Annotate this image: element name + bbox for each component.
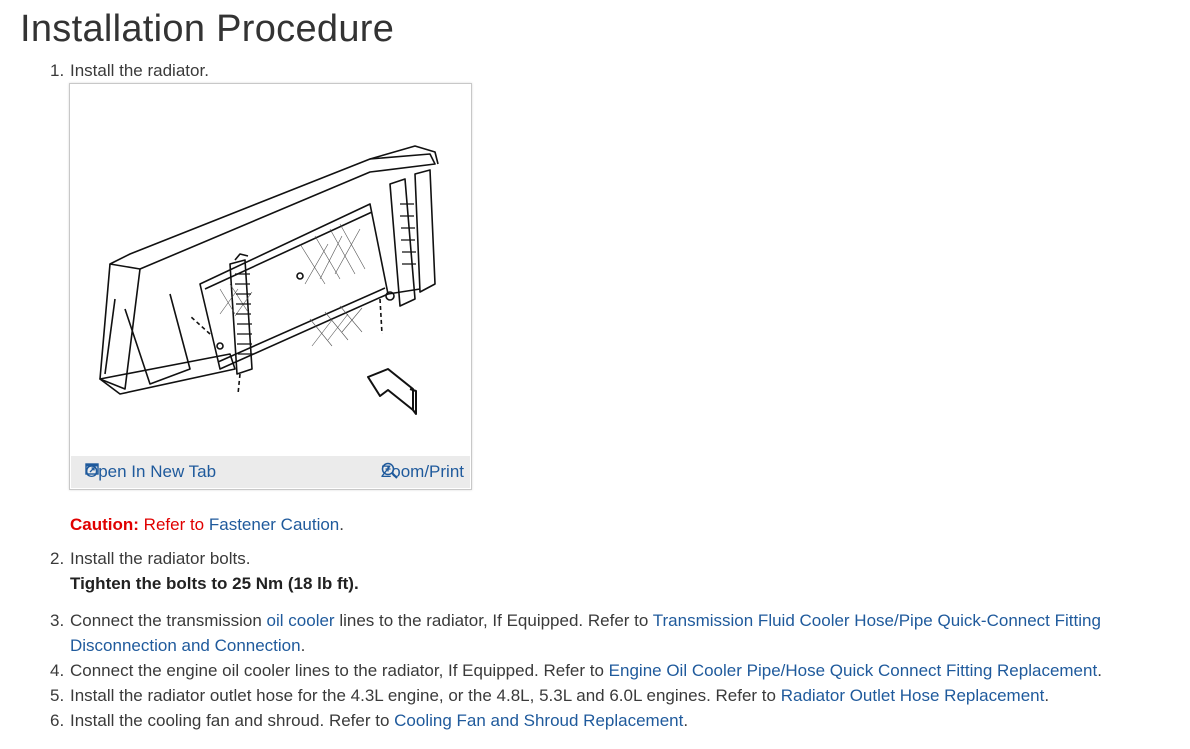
caution-period: .	[339, 515, 344, 534]
zoom-in-icon	[381, 462, 398, 479]
step-number: 3.	[50, 611, 65, 630]
figure-toolbar: Open In New Tab Zoom/Print	[71, 456, 470, 488]
caution-note: Caution: Refer to Fastener Caution.	[70, 514, 344, 536]
radiator-outlet-hose-link[interactable]: Radiator Outlet Hose Replacement	[780, 686, 1045, 705]
step-text: Install the radiator.	[70, 61, 209, 80]
step-3-continuation: Disconnection and Connection.	[70, 636, 306, 655]
engine-oil-cooler-link[interactable]: Engine Oil Cooler Pipe/Hose Quick Connec…	[608, 661, 1098, 680]
step-text: Connect the engine oil cooler lines to t…	[70, 661, 1102, 680]
oil-cooler-link[interactable]: oil cooler	[266, 611, 335, 630]
radiator-figure: Open In New Tab Zoom/Print	[69, 83, 472, 490]
zoom-print-label: Zoom/Print	[380, 462, 464, 481]
page-title: Installation Procedure	[20, 8, 395, 50]
transmission-fluid-cooler-link-cont[interactable]: Disconnection and Connection	[70, 636, 301, 655]
step-text: Connect the transmission oil cooler line…	[70, 611, 1101, 630]
transmission-fluid-cooler-link[interactable]: Transmission Fluid Cooler Hose/Pipe Quic…	[652, 611, 1101, 630]
torque-spec: Tighten the bolts to 25 Nm (18 lb ft).	[70, 574, 359, 593]
fastener-caution-link[interactable]: Fastener Caution	[208, 515, 340, 534]
step-text: Install the cooling fan and shroud. Refe…	[70, 711, 689, 730]
step-number: 4.	[50, 661, 65, 680]
open-in-new-tab-link[interactable]: Open In New Tab	[85, 462, 216, 482]
step-number: 2.	[50, 549, 65, 568]
step-number: 1.	[50, 61, 65, 80]
open-in-new-tab-label: Open In New Tab	[85, 462, 217, 481]
step-text: Install the radiator outlet hose for the…	[70, 686, 1050, 705]
caution-label: Caution:	[70, 515, 139, 534]
step-number: 5.	[50, 686, 65, 705]
cooling-fan-shroud-link[interactable]: Cooling Fan and Shroud Replacement	[394, 711, 684, 730]
caution-refer: Refer to	[138, 515, 209, 534]
step-text: Install the radiator bolts.	[70, 549, 251, 568]
step-number: 6.	[50, 711, 65, 730]
open-in-new-tab-icon	[85, 463, 99, 475]
radiator-illustration	[99, 145, 439, 415]
zoom-print-link[interactable]: Zoom/Print	[381, 462, 464, 482]
